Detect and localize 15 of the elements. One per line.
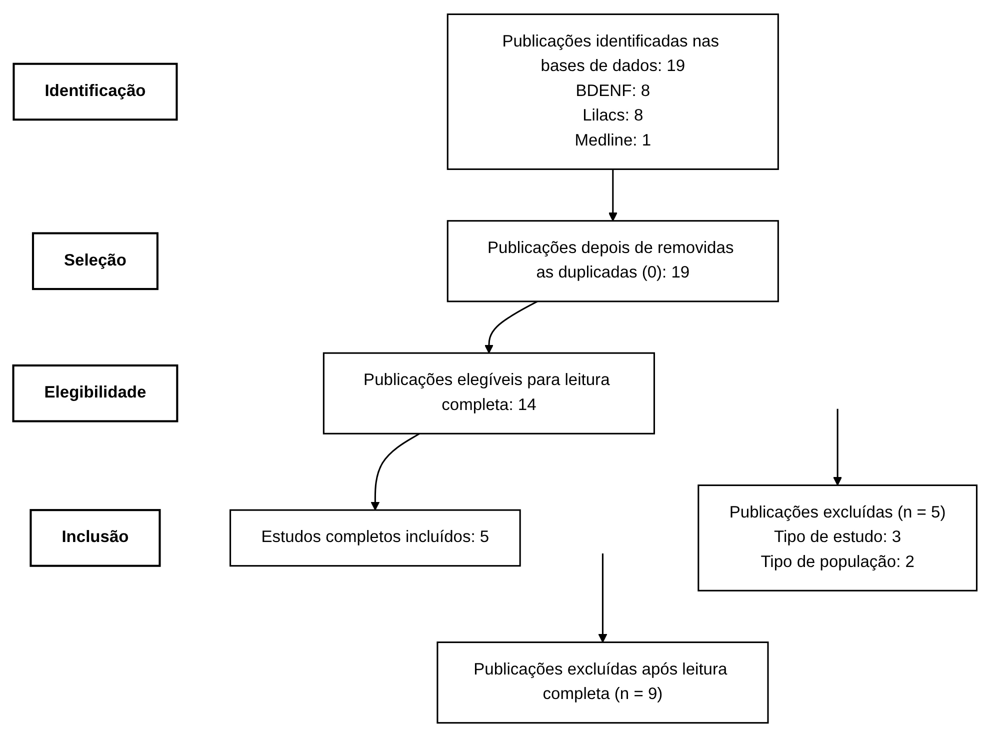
node-box: Publicações identificadas nas bases de dados: 19 BDENF: 8 Lilacs: 8 Medline: 1: [446, 14, 779, 170]
node-box: Publicações excluídas (n = 5) Tipo de estudo: 3 Tipo de população: 2: [698, 484, 978, 592]
arrow: [370, 433, 420, 511]
arrow: [608, 170, 618, 222]
arrow: [833, 409, 842, 486]
node-box: Publicações excluídas após leitura completa (n = 9): [436, 642, 769, 724]
arrow: [598, 554, 608, 644]
node-box: Elegibilidade: [12, 364, 178, 423]
node-box: Seleção: [32, 232, 158, 290]
node-box: Estudos completos incluídos: 5: [230, 510, 521, 568]
arrow: [484, 301, 538, 354]
node-box: Publicações depois de removidas as duplicadas (0): 19: [446, 220, 779, 303]
node-box: Publicações elegíveis para leitura completa: 14: [322, 352, 655, 435]
node-box: Identificação: [12, 63, 178, 122]
node-box: Inclusão: [30, 509, 161, 568]
